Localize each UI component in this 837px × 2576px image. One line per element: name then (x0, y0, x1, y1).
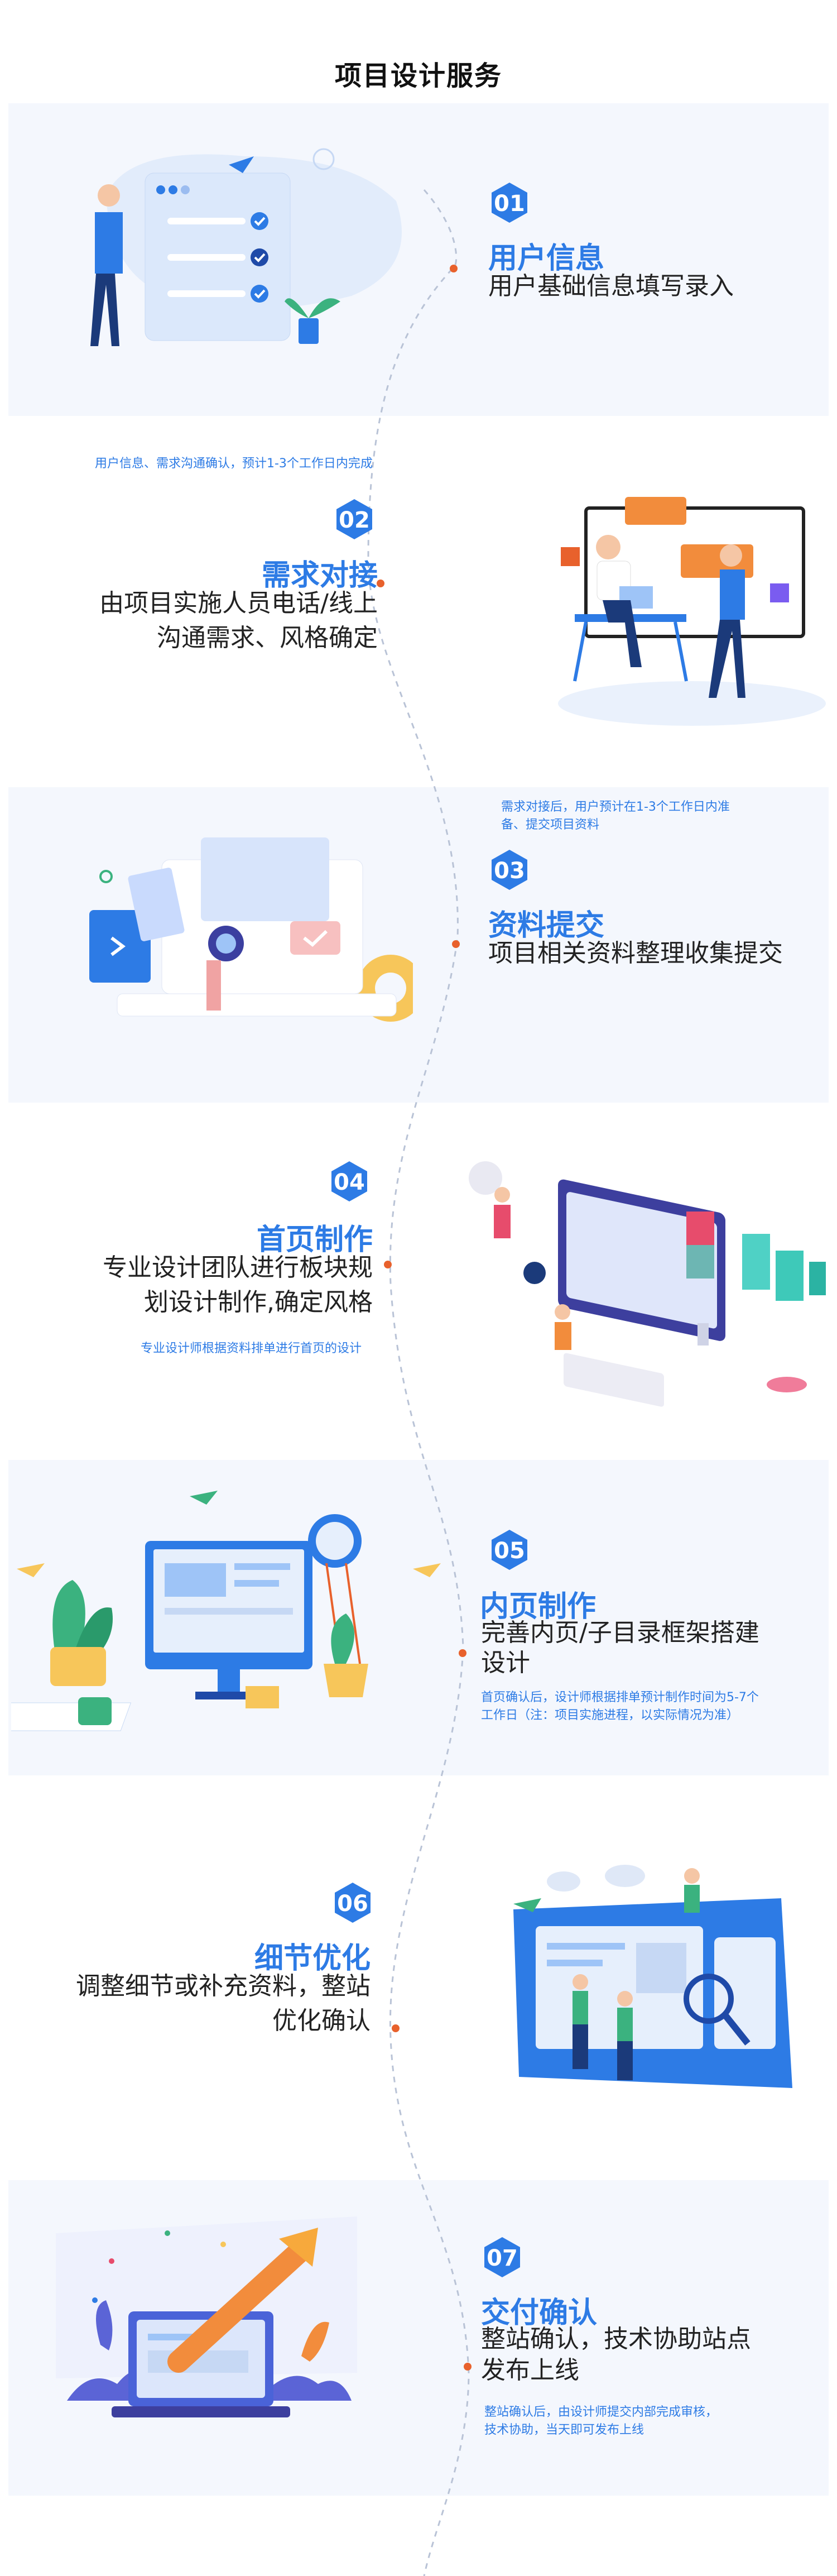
step-01-note: 用户信息、需求沟通确认，预计1-3个工作日内完成 (95, 457, 373, 471)
step-05-note-line-2: 工作日（注：项目实施进程，以实际情况为准） (481, 1708, 739, 1722)
step-03-desc: 项目相关资料整理收集提交 (488, 939, 783, 968)
step-03-number: 03 (494, 858, 525, 884)
timeline-dot-04 (384, 1261, 392, 1268)
step-06-desc-line-2: 优化确认 (272, 2007, 371, 2035)
step-07-note: 整站确认后，由设计师提交内部完成审核， 技术协助，当天即可发布上线 (484, 2403, 718, 2439)
step-01-desc: 用户基础信息填写录入 (488, 272, 734, 300)
step-04-desc: 专业设计团队进行板块规 划设计制作,确定风格 (103, 1251, 373, 1320)
step-04-desc-line-2: 划设计制作,确定风格 (144, 1288, 373, 1316)
step-02-desc-line-1: 由项目实施人员电话/线上 (99, 589, 378, 617)
step-05-number-badge: 05 (488, 1529, 531, 1571)
requirement-meeting-illustration (558, 497, 826, 726)
timeline-dot-02 (377, 580, 384, 587)
material-submit-illustration (89, 837, 413, 1022)
step-03-note-line-2: 备、提交项目资料 (501, 818, 600, 832)
step-05-desc-line-1: 完善内页/子目录框架搭建 (481, 1619, 759, 1647)
delivery-confirmation-illustration (56, 2216, 357, 2417)
step-02-number: 02 (339, 507, 370, 533)
step-07-title: 交付确认 (481, 2296, 598, 2330)
step-03-note: 需求对接后，用户预计在1-3个工作日内准 备、提交项目资料 (501, 798, 730, 834)
timeline-dot-03 (452, 940, 460, 948)
step-03-number-badge: 03 (488, 849, 531, 891)
step-02-desc: 由项目实施人员电话/线上 沟通需求、风格确定 (99, 586, 378, 655)
step-06-desc: 调整细节或补充资料，整站 优化确认 (76, 1969, 371, 2038)
step-01-title: 用户信息 (488, 242, 605, 275)
step-05-number: 05 (494, 1538, 525, 1564)
step-05-note-line-1: 首页确认后，设计师根据排单预计制作时间为5-7个 (481, 1691, 759, 1704)
step-04-number-badge: 04 (328, 1160, 371, 1203)
step-05-note: 首页确认后，设计师根据排单预计制作时间为5-7个 工作日（注：项目实施进程，以实… (481, 1689, 759, 1725)
step-07-desc-line-1: 整站确认，技术协助站点 (481, 2325, 751, 2353)
step-04-note: 专业设计师根据资料排单进行首页的设计 (140, 1342, 362, 1356)
timeline-dot-01 (450, 265, 458, 272)
homepage-design-illustration (469, 1161, 826, 1407)
step-06-title: 细节优化 (254, 1942, 371, 1975)
step-03-title: 资料提交 (488, 909, 605, 942)
step-01-number-badge: 01 (488, 181, 531, 224)
page-title: 项目设计服务 (334, 60, 502, 92)
step-04-desc-line-1: 专业设计团队进行板块规 (103, 1253, 373, 1282)
timeline-dot-05 (459, 1649, 466, 1657)
user-info-illustration (90, 148, 402, 346)
step-07-number-badge: 07 (481, 2236, 523, 2278)
step-02-number-badge: 02 (333, 498, 376, 540)
step-07-desc-line-2: 发布上线 (481, 2356, 579, 2385)
step-07-number: 07 (487, 2245, 518, 2271)
step-06-desc-line-1: 调整细节或补充资料，整站 (76, 1972, 371, 2000)
step-01-number: 01 (494, 191, 525, 217)
step-06-number: 06 (337, 1891, 368, 1917)
step-07-note-line-2: 技术协助，当天即可发布上线 (484, 2423, 644, 2437)
step-02-title: 需求对接 (261, 559, 378, 592)
step-03-note-line-1: 需求对接后，用户预计在1-3个工作日内准 (501, 800, 730, 814)
inner-page-illustration (11, 1491, 441, 1731)
step-06-number-badge: 06 (331, 1881, 374, 1924)
timeline-dot-06 (392, 2024, 400, 2032)
step-04-number: 04 (334, 1170, 365, 1195)
step-07-desc: 整站确认，技术协助站点 发布上线 (481, 2324, 751, 2386)
step-05-desc-line-2: 设计 (481, 1649, 530, 1677)
step-05-title: 内页制作 (480, 1590, 597, 1624)
detail-optimization-illustration (513, 1865, 792, 2088)
timeline-dot-07 (464, 2363, 472, 2371)
step-04-title: 首页制作 (256, 1223, 373, 1257)
step-07-note-line-1: 整站确认后，由设计师提交内部完成审核， (484, 2405, 718, 2419)
step-02-desc-line-2: 沟通需求、风格确定 (157, 624, 378, 652)
step-05-desc: 完善内页/子目录框架搭建 设计 (481, 1618, 759, 1678)
